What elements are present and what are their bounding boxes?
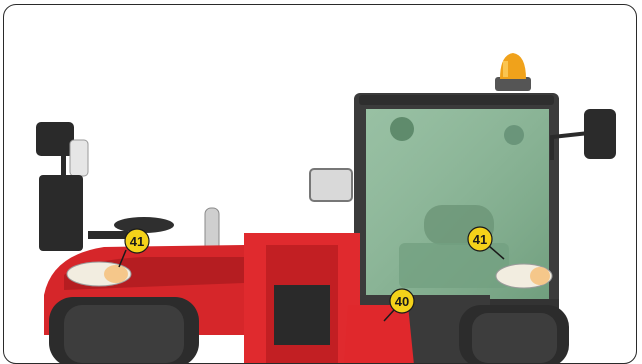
right-mirror <box>552 109 616 160</box>
right-headlight <box>496 264 552 288</box>
callout-label: 41 <box>130 234 144 249</box>
left-mirror <box>36 122 128 251</box>
beacon-light <box>495 53 531 91</box>
left-headlight <box>67 262 131 286</box>
left-tire <box>49 297 199 364</box>
figure-frame: 41 41 40 <box>3 4 637 364</box>
right-tire <box>459 305 569 364</box>
center-mirror <box>310 169 352 201</box>
telehandler-illustration: 41 41 40 <box>4 5 637 364</box>
callout-label: 41 <box>473 232 487 247</box>
callout-label: 40 <box>395 294 409 309</box>
